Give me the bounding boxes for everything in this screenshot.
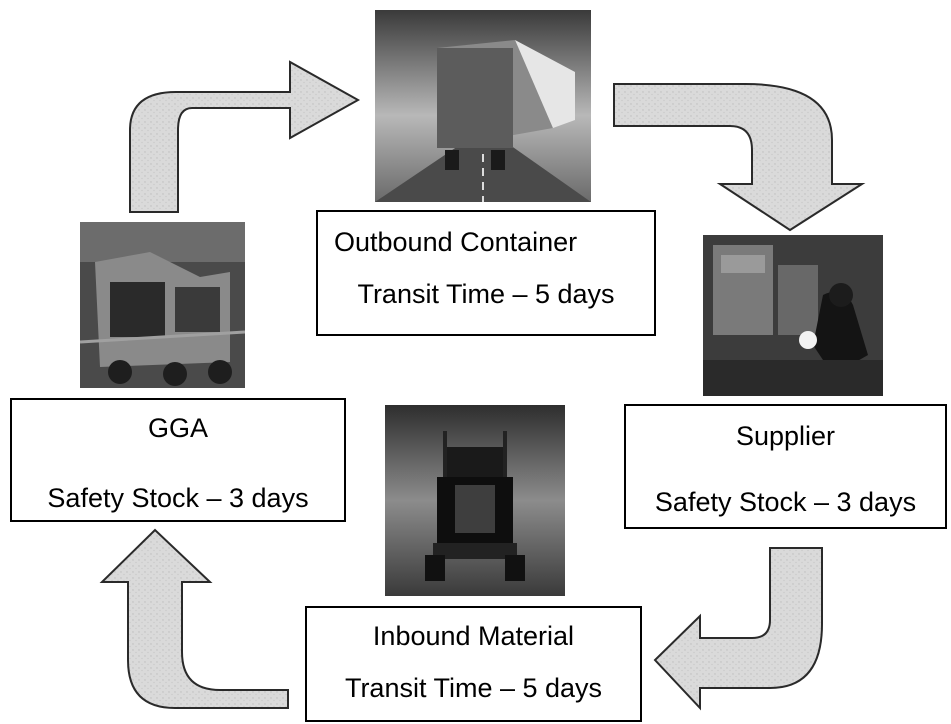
assembly-line-photo-icon (80, 222, 245, 388)
arrow-shape-outbound-supplier (613, 83, 866, 232)
gga-title: GGA (147, 413, 208, 443)
arrow-shape-inbound-gga (99, 528, 289, 709)
outbound-container-box: Outbound Container Transit Time – 5 days (316, 210, 656, 336)
outbound-subtitle: Transit Time – 5 days (357, 279, 615, 309)
welder-photo-icon (703, 235, 883, 396)
arrow-shape-gga-outbound (129, 60, 361, 213)
truck-front-photo-icon (385, 405, 565, 596)
inbound-material-box: Inbound Material Transit Time – 5 days (305, 606, 642, 722)
inbound-title: Inbound Material (372, 621, 575, 651)
outbound-title: Outbound Container (334, 227, 578, 257)
inbound-subtitle: Transit Time – 5 days (344, 673, 603, 703)
supplier-subtitle: Safety Stock – 3 days (654, 487, 917, 517)
supplier-box: Supplier Safety Stock – 3 days (624, 404, 947, 529)
arrow-shape-supplier-inbound (653, 547, 823, 711)
truck-rear-photo-icon (375, 10, 591, 202)
gga-subtitle: Safety Stock – 3 days (47, 483, 309, 513)
gga-box: GGA Safety Stock – 3 days (10, 398, 346, 522)
supplier-title: Supplier (735, 421, 836, 451)
